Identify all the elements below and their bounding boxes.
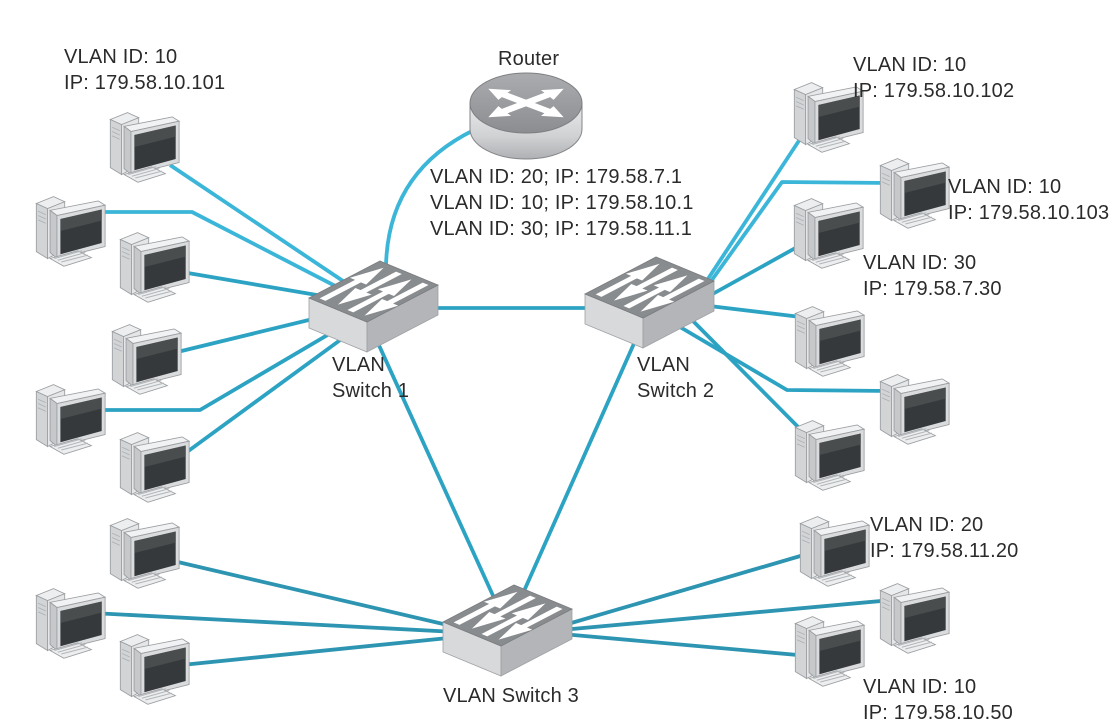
edge-switch-2-switch-3 bbox=[518, 329, 642, 601]
label-pc-right-1: VLAN ID: 10 IP: 179.58.10.102 bbox=[853, 52, 1014, 104]
edge-switch-3-pc-left-9 bbox=[171, 635, 459, 668]
label-pc-right-9-line-1: VLAN ID: 10 bbox=[863, 676, 977, 698]
label-pc-right-2: VLAN ID: 10 IP: 179.58.10.103 bbox=[948, 174, 1109, 226]
edge-switch-3-pc-right-7 bbox=[560, 550, 815, 628]
pc-right-9-icon bbox=[794, 616, 865, 687]
pc-right-7-icon bbox=[799, 516, 870, 587]
label-pc-right-9: VLAN ID: 10 IP: 179.58.10.50 bbox=[863, 674, 1013, 722]
label-router-vlans-line-3: VLAN ID: 30; IP: 179.58.11.1 bbox=[430, 218, 693, 240]
label-switch-2-line-2: Switch 2 bbox=[637, 380, 715, 402]
label-switch-1-line-2: Switch 1 bbox=[332, 380, 410, 402]
label-pc-right-3: VLAN ID: 30 IP: 179.58.7.30 bbox=[863, 250, 1002, 302]
label-switch-3-line-1: VLAN Switch 3 bbox=[443, 685, 579, 707]
pc-left-7-icon bbox=[109, 518, 180, 589]
label-switch-1: VLAN Switch 1 bbox=[332, 352, 409, 404]
router-icon bbox=[469, 72, 583, 160]
edge-switch-1-router bbox=[384, 128, 475, 267]
label-switch-3: VLAN Switch 3 bbox=[443, 683, 579, 709]
pc-left-6-icon bbox=[119, 432, 190, 503]
edge-switch-2-pc-right-5 bbox=[679, 325, 895, 393]
edge-pc-left-5-switch-1 bbox=[92, 318, 354, 412]
pc-left-9-icon bbox=[119, 634, 190, 705]
label-pc-left-1: VLAN ID: 10 IP: 179.58.10.101 bbox=[64, 44, 225, 96]
label-pc-right-1-line-2: IP: 179.58.10.102 bbox=[853, 80, 1015, 102]
edge-switch-2-pc-right-2 bbox=[697, 180, 895, 300]
label-pc-right-7: VLAN ID: 20 IP: 179.58.11.20 bbox=[870, 512, 1019, 564]
label-pc-left-1-line-1: VLAN ID: 10 bbox=[64, 46, 178, 68]
vlan-switch-1-icon bbox=[308, 260, 439, 353]
edge-switch-2-pc-right-1 bbox=[696, 128, 808, 296]
edge-switch-2-pc-right-3 bbox=[699, 239, 809, 303]
vlan-switch-2-icon bbox=[584, 256, 715, 349]
label-pc-right-2-line-2: IP: 179.58.10.103 bbox=[948, 202, 1110, 224]
pc-right-6-icon bbox=[794, 420, 865, 491]
label-pc-right-3-line-1: VLAN ID: 30 bbox=[863, 252, 977, 274]
pc-left-4-icon bbox=[111, 324, 182, 395]
pc-right-2-icon bbox=[879, 158, 950, 229]
label-pc-right-2-line-1: VLAN ID: 10 bbox=[948, 176, 1062, 198]
label-switch-1-line-1: VLAN bbox=[332, 354, 386, 376]
pc-right-3-icon bbox=[793, 198, 864, 269]
label-router-vlans-line-1: VLAN ID: 20; IP: 179.58.7.1 bbox=[430, 166, 683, 188]
pc-left-1-icon bbox=[109, 112, 180, 183]
edge-switch-2-pc-right-4 bbox=[700, 303, 810, 320]
edge-switch-3-pc-right-8 bbox=[560, 598, 893, 632]
label-pc-right-7-line-1: VLAN ID: 20 bbox=[870, 514, 984, 536]
edge-switch-2-pc-right-6 bbox=[690, 318, 812, 441]
label-switch-2-line-1: VLAN bbox=[637, 354, 691, 376]
label-router-vlans-line-2: VLAN ID: 10; IP: 179.58.10.1 bbox=[430, 192, 694, 214]
pc-right-8-icon bbox=[879, 583, 950, 654]
label-pc-right-3-line-2: IP: 179.58.7.30 bbox=[863, 278, 1002, 300]
edge-switch-3-pc-left-8 bbox=[91, 611, 457, 634]
vlan-switch-3-icon bbox=[442, 584, 573, 677]
edge-switch-3-pc-left-7 bbox=[164, 557, 457, 629]
pc-right-5-icon bbox=[879, 374, 950, 445]
pc-left-3-icon bbox=[119, 232, 190, 303]
edge-pc-left-6-switch-1 bbox=[174, 325, 360, 462]
pc-left-8-icon bbox=[35, 588, 106, 659]
label-pc-right-7-line-2: IP: 179.58.11.20 bbox=[870, 540, 1019, 562]
label-router-line-1: Router bbox=[498, 48, 560, 70]
pc-left-2-icon bbox=[35, 196, 106, 267]
label-switch-2: VLAN Switch 2 bbox=[637, 352, 714, 404]
edge-pc-left-1-switch-1 bbox=[168, 163, 345, 283]
edge-switch-1-switch-3 bbox=[370, 329, 497, 601]
pc-right-4-icon bbox=[794, 306, 865, 377]
edge-pc-left-2-switch-1 bbox=[88, 210, 346, 293]
label-pc-right-9-line-2: IP: 179.58.10.50 bbox=[863, 702, 1013, 722]
label-pc-right-1-line-1: VLAN ID: 10 bbox=[853, 54, 967, 76]
pc-left-5-icon bbox=[35, 384, 106, 455]
edge-switch-3-pc-right-9 bbox=[561, 632, 810, 658]
label-pc-left-1-line-2: IP: 179.58.10.101 bbox=[64, 72, 226, 94]
label-router: Router bbox=[498, 46, 559, 72]
